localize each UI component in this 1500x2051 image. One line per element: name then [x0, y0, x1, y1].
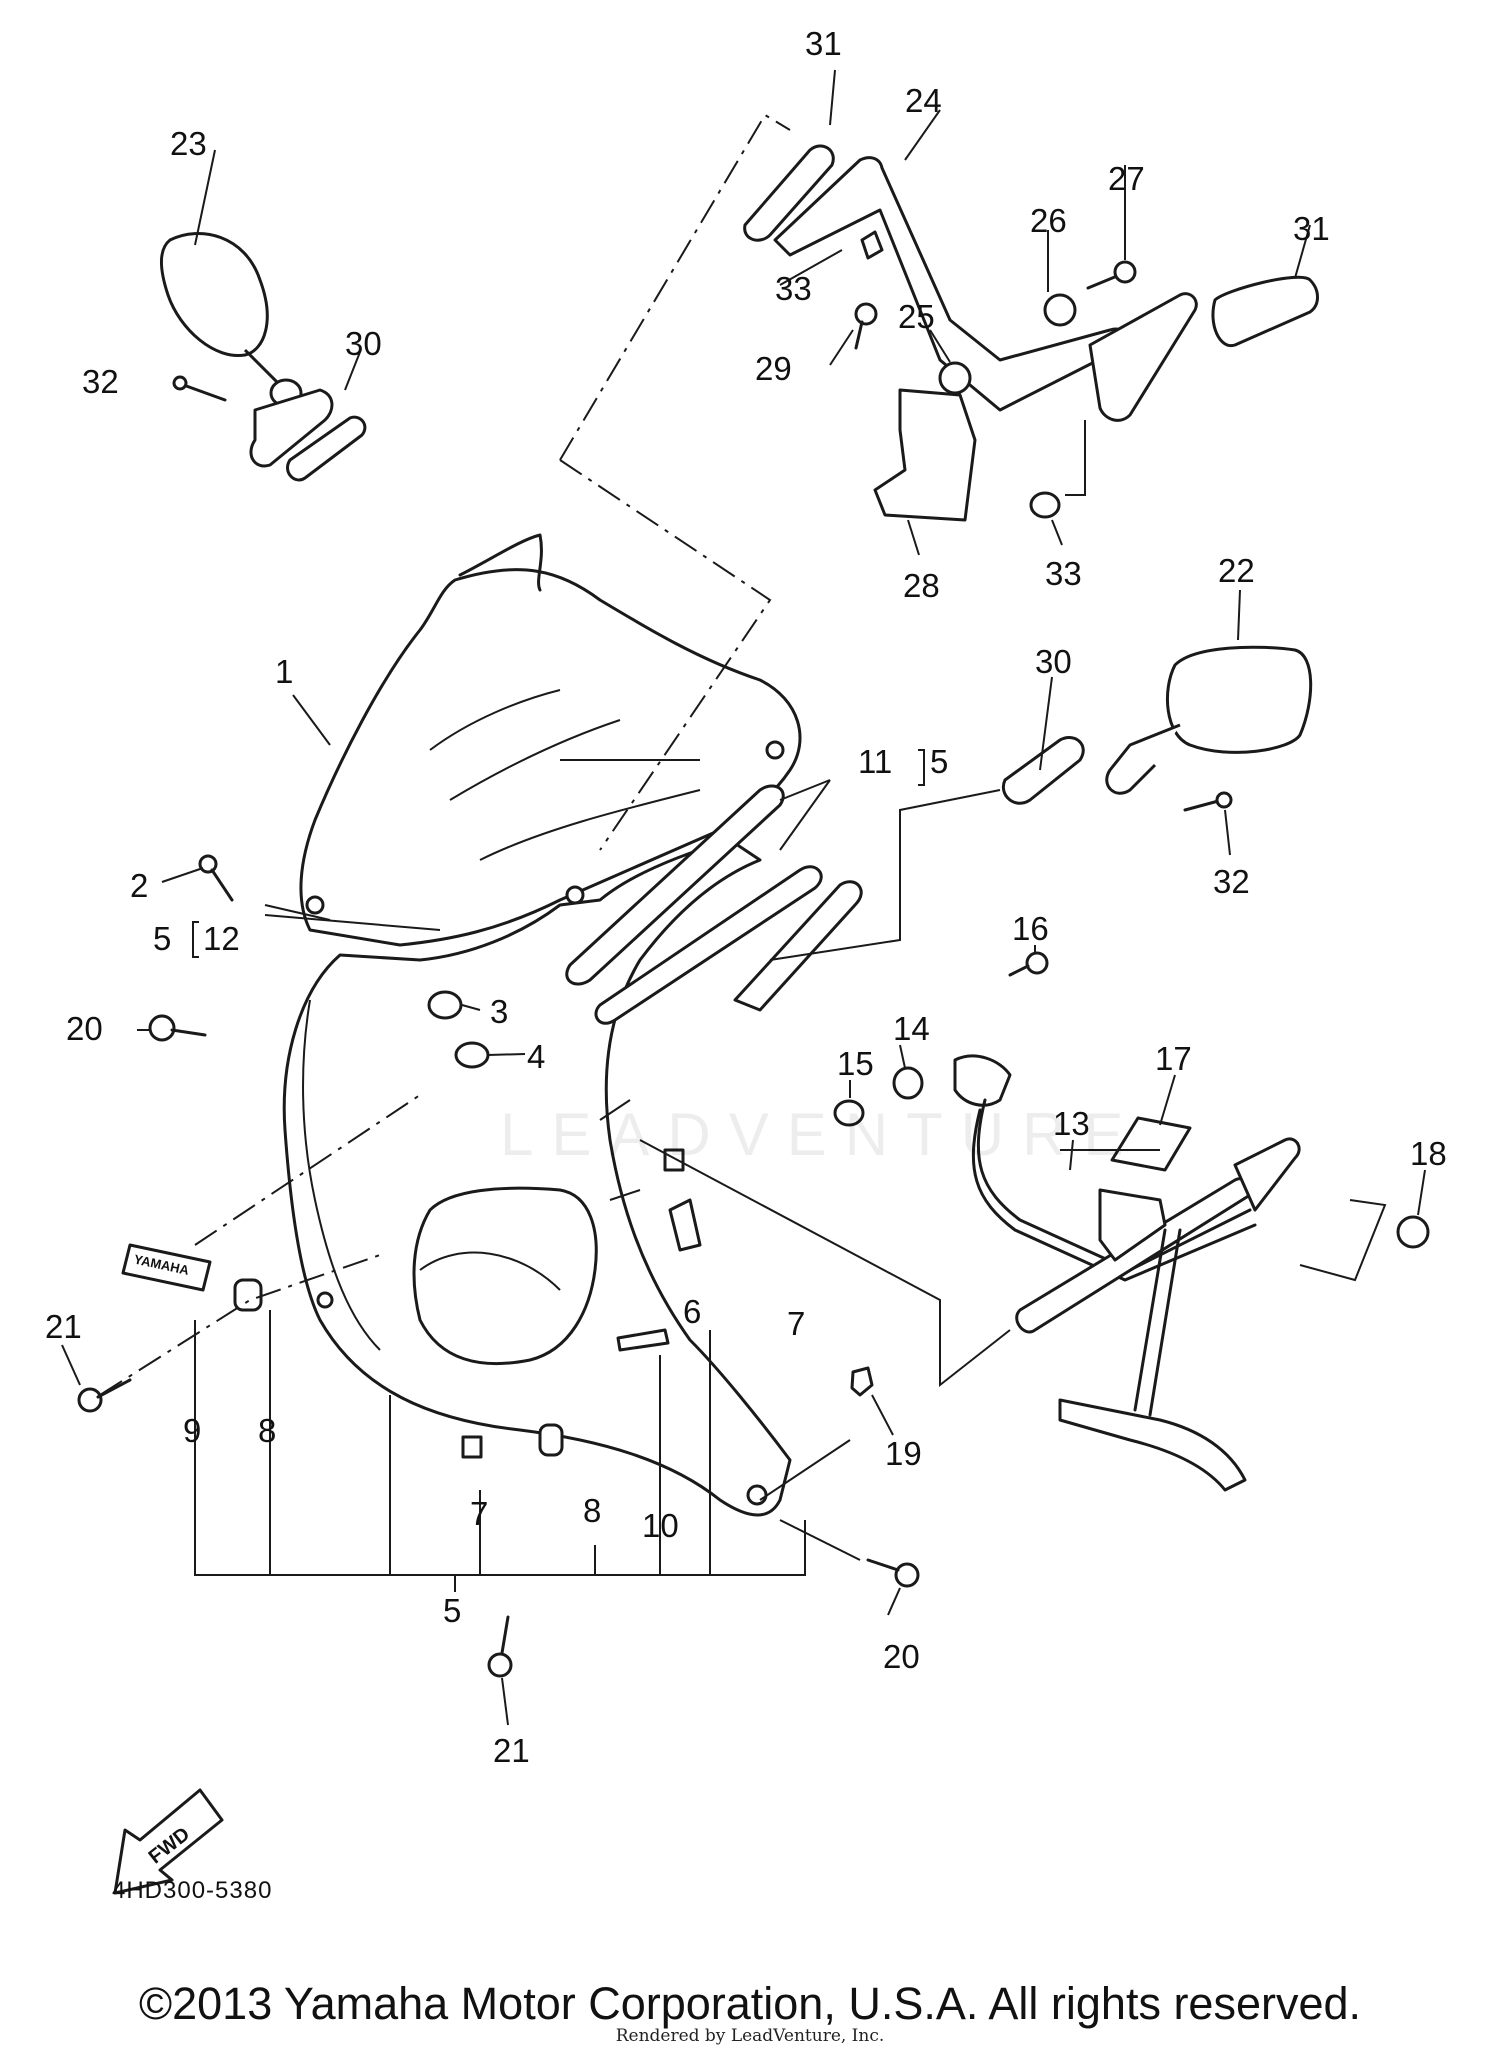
callout-19: 19 [885, 1435, 922, 1472]
screw-32-right [1183, 791, 1233, 812]
callout-leaders [61, 69, 1426, 1726]
front-cowling [282, 838, 792, 1517]
callout-32-b: 32 [1213, 863, 1250, 900]
callout-4: 4 [527, 1038, 545, 1075]
callout-1: 1 [275, 653, 293, 690]
callout-7-a: 7 [787, 1305, 805, 1342]
callout-14: 14 [893, 1010, 930, 1047]
callout-30-b: 30 [1035, 643, 1072, 680]
callout-21-a: 21 [45, 1308, 82, 1345]
callout-8-a: 8 [258, 1412, 276, 1449]
callout-10: 10 [642, 1507, 679, 1544]
inner-stays [565, 784, 863, 1025]
callout-11: 11 [858, 743, 892, 780]
cowling-stay [953, 1054, 1301, 1492]
callout-8-b: 8 [583, 1492, 601, 1529]
render-credit: Rendered by LeadVenture, Inc. [615, 2026, 885, 2046]
callout-25: 25 [898, 298, 935, 335]
callout-27: 27 [1108, 160, 1145, 197]
callout-30-a: 30 [345, 325, 382, 362]
callout-5-c: 5 [443, 1592, 461, 1629]
copyright-notice: ©2013 Yamaha Motor Corporation, U.S.A. A… [138, 1978, 1362, 2029]
callout-5-b: 5 [153, 920, 171, 957]
callout-22: 22 [1218, 552, 1255, 589]
assembly-lines [99, 113, 1387, 1561]
watermark: LEADVENTURE [500, 1101, 1142, 1168]
callout-15: 15 [837, 1045, 874, 1082]
callout-26: 26 [1030, 202, 1067, 239]
callout-18: 18 [1410, 1135, 1447, 1172]
callout-labels: 1 2 3 4 5 5 5 6 7 7 8 8 9 10 11 12 13 14… [45, 25, 1447, 1769]
grommet-14 [892, 1066, 924, 1100]
callout-3: 3 [490, 993, 508, 1030]
callout-2: 2 [130, 867, 148, 904]
windscreen [299, 533, 802, 947]
callout-5-a: 5 [930, 743, 948, 780]
screen-stay [743, 144, 1319, 522]
screws [77, 260, 1430, 1678]
group-bracket-5 [194, 1310, 806, 1592]
screw-27 [1086, 260, 1137, 290]
callout-16: 16 [1012, 910, 1049, 947]
screw-20-lower [866, 1558, 920, 1588]
callout-7-b: 7 [470, 1495, 488, 1532]
screw-29 [854, 302, 878, 350]
mirror-right [1001, 645, 1313, 805]
mirror-left [160, 232, 367, 482]
callout-23: 23 [170, 125, 207, 162]
callout-29: 29 [755, 350, 792, 387]
screw-16 [1008, 951, 1049, 977]
callout-33-a: 33 [775, 270, 812, 307]
callout-9: 9 [183, 1412, 201, 1449]
callout-32-a: 32 [82, 363, 119, 400]
screw-20-left [148, 1014, 207, 1042]
grommet-15 [833, 1099, 865, 1127]
bracket-marks [192, 749, 925, 958]
callout-12: 12 [203, 920, 240, 957]
callout-33-b: 33 [1045, 555, 1082, 592]
yamaha-emblem: YAMAHA [121, 1243, 212, 1292]
callout-31-a: 31 [805, 25, 842, 62]
callout-24: 24 [905, 82, 942, 119]
callout-13: 13 [1053, 1105, 1090, 1142]
fwd-arrow-icon: FWD [113, 1788, 224, 1895]
catalog-code: 4HD300-5380 [112, 1877, 273, 1904]
callout-20-a: 20 [66, 1010, 103, 1047]
screw-21-lower [487, 1615, 513, 1678]
callout-6: 6 [683, 1293, 701, 1330]
callout-20-b: 20 [883, 1638, 920, 1675]
callout-17: 17 [1155, 1040, 1192, 1077]
nut-18 [1396, 1215, 1430, 1249]
screw-21-left [77, 1378, 132, 1413]
screw-2 [198, 854, 234, 902]
callout-21-b: 21 [493, 1732, 530, 1769]
fasteners-cowl [233, 990, 874, 1459]
callout-28: 28 [903, 567, 940, 604]
callout-31-b: 31 [1293, 210, 1330, 247]
screw-32-upper [172, 375, 227, 402]
